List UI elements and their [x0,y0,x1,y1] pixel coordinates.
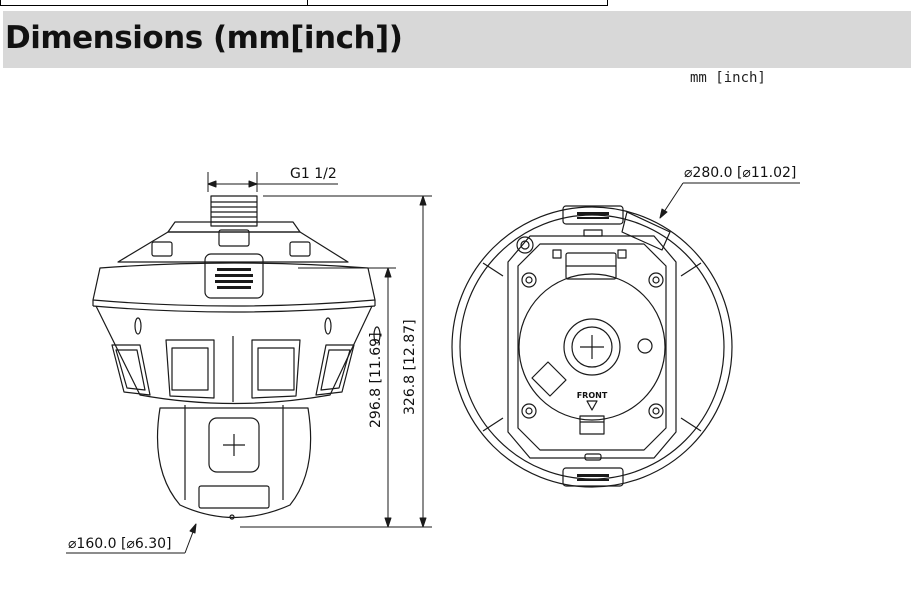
top-dimension-lines [659,182,800,219]
unit-note: mm [inch] [690,70,766,86]
top-view-camera [451,205,733,488]
top-view-grilles [577,212,609,481]
thread-label: G1 1/2 [290,166,337,182]
bottom-diameter-label: ⌀160.0 [⌀6.30] [68,536,171,552]
height-outer-label: 326.8 [12.87] [402,319,418,415]
section-header-bar [3,11,911,68]
top-diameter-label: ⌀280.0 [⌀11.02] [684,165,796,181]
side-view-camera [92,195,381,520]
table-bottom-edge [0,0,608,6]
front-label: FRONT [577,391,608,400]
section-title: Dimensions (mm[inch]) [5,20,403,56]
side-dimension-lines [66,172,432,554]
speaker-grille [215,268,253,289]
height-inner-label: 296.8 [11.69] [368,332,384,428]
table-cell-divider [307,0,308,6]
